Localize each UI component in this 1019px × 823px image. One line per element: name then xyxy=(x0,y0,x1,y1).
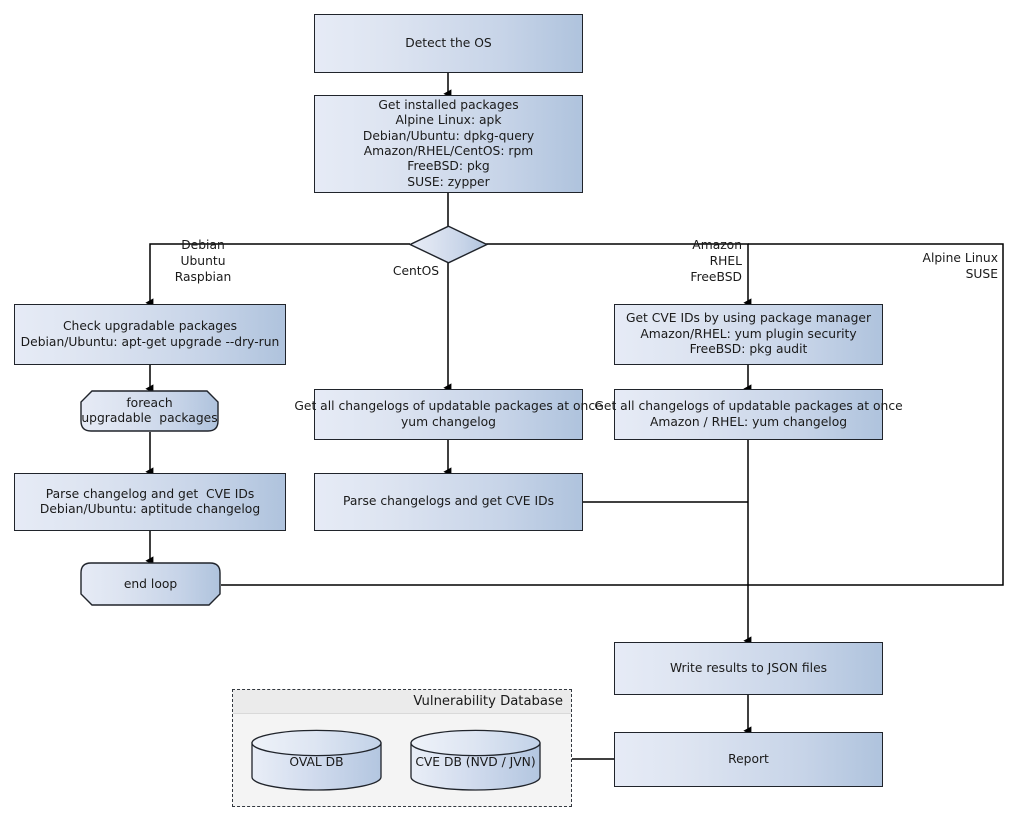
node-write-results-json[interactable]: Write results to JSON files xyxy=(614,642,883,695)
branch-label-alpine: Alpine Linux SUSE xyxy=(922,251,998,281)
node-parse-changelogs-centos-label: Parse changelogs and get CVE IDs xyxy=(343,494,554,509)
node-write-results-json-label: Write results to JSON files xyxy=(669,660,828,675)
node-changelogs-rhel-label: Get all changelogs of updatable packages… xyxy=(594,399,903,429)
node-end-loop[interactable]: end loop xyxy=(80,562,221,607)
node-check-upgradable[interactable]: Check upgradable packages Debian/Ubuntu:… xyxy=(14,304,286,365)
node-parse-changelog-debian[interactable]: Parse changelog and get CVE IDs Debian/U… xyxy=(14,473,286,531)
branch-label-debian: Debian Ubuntu Raspbian xyxy=(174,238,232,284)
database-cylinder-cve[interactable]: CVE DB (NVD / JVN) xyxy=(409,729,542,791)
node-parse-changelogs-centos[interactable]: Parse changelogs and get CVE IDs xyxy=(314,473,583,531)
node-parse-changelog-debian-label: Parse changelog and get CVE IDs Debian/U… xyxy=(39,486,261,516)
node-report[interactable]: Report xyxy=(614,732,883,787)
node-get-installed-packages[interactable]: Get installed packages Alpine Linux: apk… xyxy=(314,95,583,193)
vulnerability-database-panel: Vulnerability Database OVAL DB CVE DB (N… xyxy=(232,689,572,807)
node-detect-os[interactable]: Detect the OS xyxy=(314,14,583,73)
node-changelogs-rhel[interactable]: Get all changelogs of updatable packages… xyxy=(594,389,903,440)
decision-os-diamond[interactable] xyxy=(409,225,488,264)
branch-label-centos: CentOS xyxy=(392,264,440,278)
node-get-cve-package-manager-label: Get CVE IDs by using package manager Ama… xyxy=(625,311,872,357)
cylinder-shape xyxy=(410,729,541,791)
vulnerability-database-title: Vulnerability Database xyxy=(233,690,571,714)
database-cylinder-oval[interactable]: OVAL DB xyxy=(250,729,383,791)
branch-label-amazon: Amazon RHEL FreeBSD xyxy=(690,238,742,284)
node-foreach-loop-label: foreach upgradable packages xyxy=(81,395,218,425)
node-end-loop-label: end loop xyxy=(123,576,178,591)
node-foreach-loop[interactable]: foreach upgradable packages xyxy=(80,390,219,432)
database-cylinder-oval-label: OVAL DB xyxy=(289,755,344,769)
node-get-installed-packages-label: Get installed packages Alpine Linux: apk… xyxy=(362,97,535,189)
node-detect-os-label: Detect the OS xyxy=(405,35,492,50)
node-get-cve-package-manager[interactable]: Get CVE IDs by using package manager Ama… xyxy=(614,304,883,365)
node-changelogs-centos-label: Get all changelogs of updatable packages… xyxy=(294,399,603,429)
foreach-shape xyxy=(80,390,219,432)
node-check-upgradable-label: Check upgradable packages Debian/Ubuntu:… xyxy=(20,319,280,349)
database-cylinder-cve-label: CVE DB (NVD / JVN) xyxy=(415,755,536,769)
node-changelogs-centos[interactable]: Get all changelogs of updatable packages… xyxy=(294,389,603,440)
end-loop-shape xyxy=(80,562,221,606)
node-report-label: Report xyxy=(728,751,769,766)
cylinder-shape xyxy=(251,729,382,791)
